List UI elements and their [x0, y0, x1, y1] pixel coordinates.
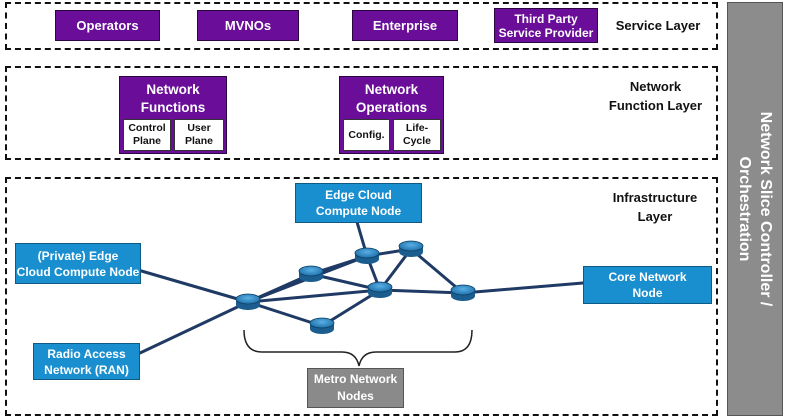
network-function-layer-label: Network Function Layer — [608, 79, 703, 113]
router-icon — [450, 284, 476, 301]
lifecycle-box: Life- Cycle — [393, 119, 441, 151]
metro-network-nodes: Metro Network Nodes — [307, 368, 404, 408]
config-box: Config. — [343, 119, 390, 151]
operators-box: Operators — [55, 10, 160, 41]
router-icon — [298, 265, 324, 282]
third-party-provider-box: Third Party Service Provider — [494, 8, 598, 43]
service-layer-label: Service Layer — [615, 18, 701, 33]
network-slice-controller-bar: Network Slice Controller / Orchestration — [727, 2, 783, 416]
infrastructure-layer-label: Infrastructure Layer — [612, 190, 698, 224]
network-links — [136, 220, 585, 355]
edge-cloud-compute-node: Edge Cloud Compute Node — [295, 183, 422, 223]
router-icon — [309, 317, 335, 334]
user-plane-box: User Plane — [174, 119, 224, 151]
network-operations-title: Network Operations — [355, 82, 428, 115]
network-operations-group: Network Operations Config. Life- Cycle — [339, 76, 444, 154]
network-functions-group: Network Functions Control Plane User Pla… — [119, 76, 227, 154]
core-network-node: Core Network Node — [583, 266, 712, 304]
metro-brace — [243, 329, 473, 367]
router-icon — [354, 247, 380, 264]
mvnos-box: MVNOs — [197, 10, 299, 41]
enterprise-box: Enterprise — [352, 10, 458, 41]
router-icon — [367, 281, 393, 298]
radio-access-network-node: Radio Access Network (RAN) — [33, 343, 140, 380]
private-edge-cloud-compute-node: (Private) Edge Cloud Compute Node — [15, 243, 141, 284]
router-icon — [398, 240, 424, 257]
router-icons — [235, 240, 476, 334]
network-slice-controller-label: Network Slice Controller / Orchestration — [736, 111, 774, 307]
control-plane-box: Control Plane — [123, 119, 171, 151]
router-icon — [235, 293, 261, 310]
network-functions-title: Network Functions — [140, 82, 206, 115]
